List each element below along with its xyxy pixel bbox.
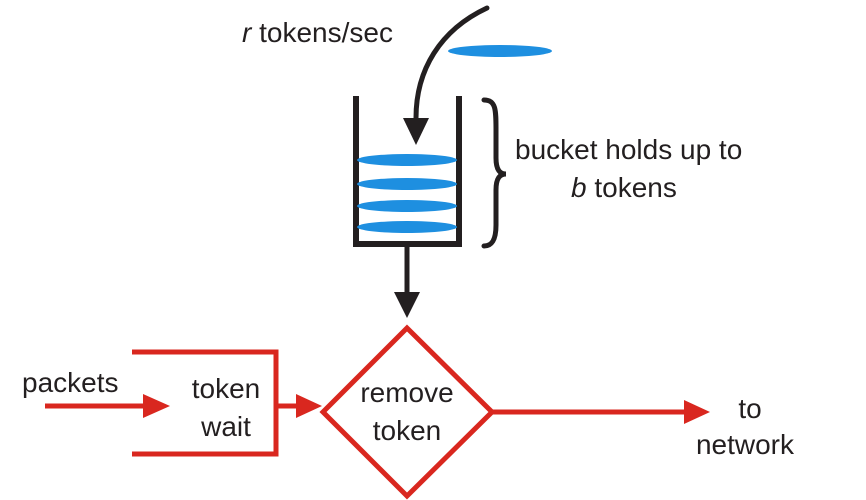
to-network-label-line2: network	[695, 429, 795, 460]
capacity-unit: tokens	[594, 172, 677, 203]
bucket-token	[357, 221, 457, 233]
remove-token-label-line2: token	[372, 415, 442, 446]
bucket-token	[357, 200, 457, 212]
remove-token-diamond	[319, 324, 496, 500]
to-network-label-line1: to	[738, 393, 762, 424]
bucket-output-arrowhead	[394, 292, 420, 318]
remove-token-label-line1: remove	[360, 377, 454, 408]
packets-input-arrowhead	[143, 394, 170, 418]
token-wait-label-line1: token	[191, 373, 261, 404]
incoming-token	[448, 45, 552, 57]
wait-to-remove-arrowhead	[296, 394, 322, 418]
bucket-capacity-label-line2: b tokens	[571, 171, 677, 205]
token-wait-label-line2: wait	[201, 411, 251, 442]
bucket-token	[357, 154, 457, 166]
token-rate-label: r tokens/sec	[242, 16, 393, 50]
capacity-variable: b	[571, 172, 587, 203]
token-drop-arrowhead	[403, 118, 429, 145]
bucket-token	[357, 178, 457, 190]
capacity-brace	[481, 97, 507, 249]
rate-variable: r	[242, 17, 252, 48]
packets-label: packets	[22, 367, 119, 398]
rate-unit: tokens/sec	[259, 17, 393, 48]
token-drop-arrow	[413, 5, 490, 121]
token-wait-queue	[132, 349, 279, 457]
bucket-capacity-label-line1: bucket holds up to	[515, 134, 743, 165]
network-output-arrowhead	[684, 400, 710, 424]
